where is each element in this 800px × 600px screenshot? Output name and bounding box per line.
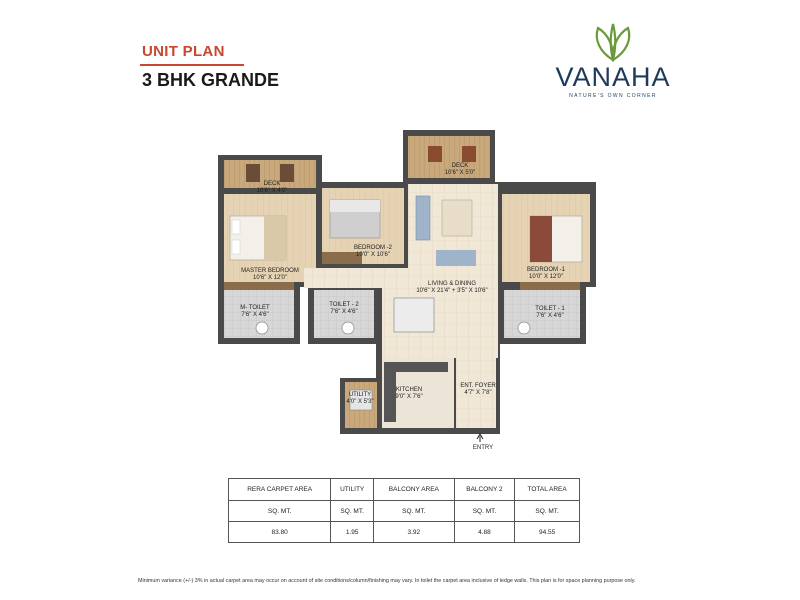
vanaha-logo: VANAHA NATURE'S OWN CORNER bbox=[548, 22, 678, 102]
m-toilet-name: M- TOILET bbox=[240, 305, 270, 311]
living-name: LIVING & DINING bbox=[428, 281, 476, 287]
m-toilet-size: 7'6" X 4'6" bbox=[241, 312, 268, 318]
area-table-unit-row: SQ. MT. SQ. MT. SQ. MT. SQ. MT. SQ. MT. bbox=[227, 500, 580, 522]
disclaimer-text: Minimum variance (+/-) 3% in actual carp… bbox=[138, 578, 636, 584]
kitchen-name: KITCHEN bbox=[396, 387, 422, 393]
kitchen-size: 9'0" X 7'6" bbox=[395, 394, 422, 400]
utility-size: 4'0" X 5'3" bbox=[346, 399, 373, 405]
bedroom2-size: 10'0" X 10'6" bbox=[356, 252, 390, 258]
deck-top-size: 10'6" X 5'0" bbox=[445, 170, 476, 176]
foyer-name: ENT. FOYER bbox=[460, 383, 496, 389]
area-header-cell: RERA CARPET AREA bbox=[227, 478, 332, 501]
toilet1-floor bbox=[504, 290, 580, 338]
bedroom1-size: 10'0" X 12'0" bbox=[529, 274, 563, 280]
area-header-cell: UTILITY bbox=[330, 478, 375, 501]
leaf-emblem-icon bbox=[595, 23, 631, 62]
deck-left-floor bbox=[224, 160, 316, 188]
master-bedroom-size: 10'6" X 12'0" bbox=[253, 275, 287, 281]
area-value-cell: 94.55 bbox=[514, 521, 580, 543]
room-labels: DECK 10'6" X 4'0" DECK 10'6" X 5'0" MAST… bbox=[240, 163, 565, 405]
deck-left-name: DECK bbox=[264, 181, 281, 187]
area-table: RERA CARPET AREA UTILITY BALCONY AREA BA… bbox=[227, 478, 580, 543]
deck-top-floor bbox=[408, 136, 490, 178]
furniture bbox=[224, 146, 583, 422]
area-value-cell: 3.92 bbox=[373, 521, 455, 543]
entry-label: ENTRY bbox=[473, 445, 493, 451]
area-value-cell: 4.88 bbox=[453, 521, 516, 543]
area-table-value-row: 83.80 1.95 3.92 4.88 94.55 bbox=[227, 521, 580, 543]
master-bedroom-name: MASTER BEDROOM bbox=[241, 268, 299, 274]
living-size: 10'6" X 21'4" + 3'5" X 10'6" bbox=[416, 288, 487, 294]
utility-name: UTILITY bbox=[349, 392, 371, 398]
area-header-cell: BALCONY 2 bbox=[453, 478, 516, 501]
entry-arrow-icon bbox=[476, 433, 484, 442]
area-unit-cell: SQ. MT. bbox=[373, 500, 455, 522]
area-header-cell: BALCONY AREA bbox=[373, 478, 455, 501]
area-unit-cell: SQ. MT. bbox=[227, 500, 332, 522]
passage-floor bbox=[304, 268, 394, 288]
deck-top-name: DECK bbox=[452, 163, 469, 169]
deck-left-size: 10'6" X 4'0" bbox=[257, 188, 288, 194]
foyer-size: 4'7" X 7'8" bbox=[464, 390, 491, 396]
area-table-header-row: RERA CARPET AREA UTILITY BALCONY AREA BA… bbox=[227, 478, 580, 501]
toilet2-size: 7'6" X 4'6" bbox=[330, 309, 357, 315]
area-header-cell: TOTAL AREA bbox=[514, 478, 580, 501]
area-value-cell: 83.80 bbox=[227, 521, 332, 543]
logo-tagline: NATURE'S OWN CORNER bbox=[569, 93, 657, 99]
foyer-floor bbox=[456, 358, 496, 428]
bedroom1-name: BEDROOM -1 bbox=[527, 267, 566, 273]
bedroom2-name: BEDROOM -2 bbox=[354, 245, 393, 251]
toilet1-name: TOILET - 1 bbox=[535, 306, 565, 312]
area-value-cell: 1.95 bbox=[330, 521, 375, 543]
toilet1-size: 7'6" X 4'6" bbox=[536, 313, 563, 319]
area-unit-cell: SQ. MT. bbox=[330, 500, 375, 522]
unit-type-title: 3 BHK GRANDE bbox=[142, 70, 280, 90]
toilet2-name: TOILET - 2 bbox=[329, 302, 359, 308]
logo-wordmark: VANAHA bbox=[555, 62, 671, 92]
header-underline bbox=[140, 64, 244, 66]
area-unit-cell: SQ. MT. bbox=[514, 500, 580, 522]
unit-plan-label: UNIT PLAN bbox=[142, 43, 225, 60]
area-unit-cell: SQ. MT. bbox=[453, 500, 516, 522]
